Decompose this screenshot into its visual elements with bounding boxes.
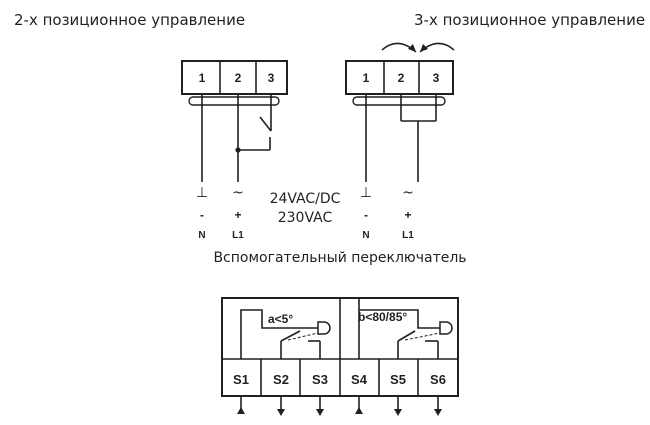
switch-b-label: b<80/85° xyxy=(358,310,407,324)
voltage-ac-label: 230VAC xyxy=(278,210,333,226)
terminal-s5-label: S5 xyxy=(390,372,406,387)
terminal-s3-label: S3 xyxy=(312,372,328,387)
arrow-up-icon xyxy=(237,407,245,414)
arrow-down-icon xyxy=(434,409,442,416)
wire-l1-label: L1 xyxy=(232,230,244,241)
ac-symbol: ~ xyxy=(232,185,244,201)
terminal-3-label: 3 xyxy=(433,71,440,85)
arrow-down-icon xyxy=(316,409,324,416)
plus-sign: + xyxy=(404,208,411,222)
voltage-dc-label: 24VAC/DC xyxy=(270,191,341,207)
rotation-arrows-icon xyxy=(381,42,455,53)
aux-switch-block: S1 S2 S3 S4 S5 S6 a<5° b<80/85° xyxy=(221,297,459,397)
wire-l1-label: L1 xyxy=(402,230,414,241)
cam-icon xyxy=(317,321,331,335)
terminal-2-label: 2 xyxy=(398,71,405,85)
arrow-down-icon xyxy=(394,409,402,416)
two-position-title: 2-х позиционное управление xyxy=(14,11,245,29)
minus-sign: - xyxy=(364,208,368,222)
aux-switch-title: Вспомогательный переключатель xyxy=(213,250,466,266)
junction-dot xyxy=(235,147,241,153)
ac-symbol: ~ xyxy=(402,185,414,201)
cable-sheath xyxy=(352,96,446,106)
ground-symbol: ⊥ xyxy=(196,185,208,201)
plus-sign: + xyxy=(234,208,241,222)
switch-a-wire xyxy=(240,309,300,359)
terminal-s1-label: S1 xyxy=(233,372,249,387)
terminal-2-label: 2 xyxy=(235,71,242,85)
switch-a-contact xyxy=(280,330,301,342)
three-position-title: 3-х позиционное управление xyxy=(414,11,645,29)
two-position-terminal-block: 1 2 3 xyxy=(181,60,288,95)
terminal-s6-label: S6 xyxy=(430,372,446,387)
terminal-1-label: 1 xyxy=(363,71,370,85)
terminal-block-frame xyxy=(345,60,454,95)
cam-icon xyxy=(439,321,453,335)
three-position-terminal-block: 1 2 3 xyxy=(345,60,454,95)
wire-n-label: N xyxy=(362,230,369,241)
terminal-1-label: 1 xyxy=(199,71,206,85)
arrow-down-icon xyxy=(277,409,285,416)
terminal-arrows xyxy=(237,396,442,416)
wire-n-label: N xyxy=(198,230,205,241)
switch-a-label: a<5° xyxy=(268,312,293,326)
ground-symbol: ⊥ xyxy=(360,185,372,201)
terminal-block-frame xyxy=(181,60,288,95)
cable-sheath xyxy=(188,96,280,106)
terminal-3-label: 3 xyxy=(268,71,275,85)
arrow-up-icon xyxy=(355,407,363,414)
terminal-s4-label: S4 xyxy=(351,372,368,387)
switch-b-contact xyxy=(397,330,416,342)
terminal-s2-label: S2 xyxy=(273,372,289,387)
minus-sign: - xyxy=(200,208,204,222)
switch-contact xyxy=(259,116,272,132)
